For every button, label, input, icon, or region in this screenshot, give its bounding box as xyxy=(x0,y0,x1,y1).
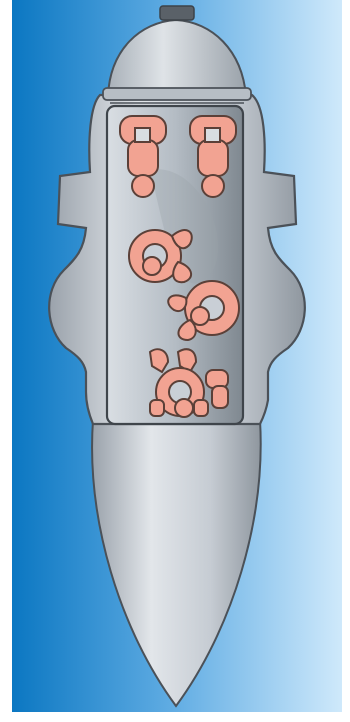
hatch-cap xyxy=(160,6,194,20)
dome-ring xyxy=(103,88,251,100)
